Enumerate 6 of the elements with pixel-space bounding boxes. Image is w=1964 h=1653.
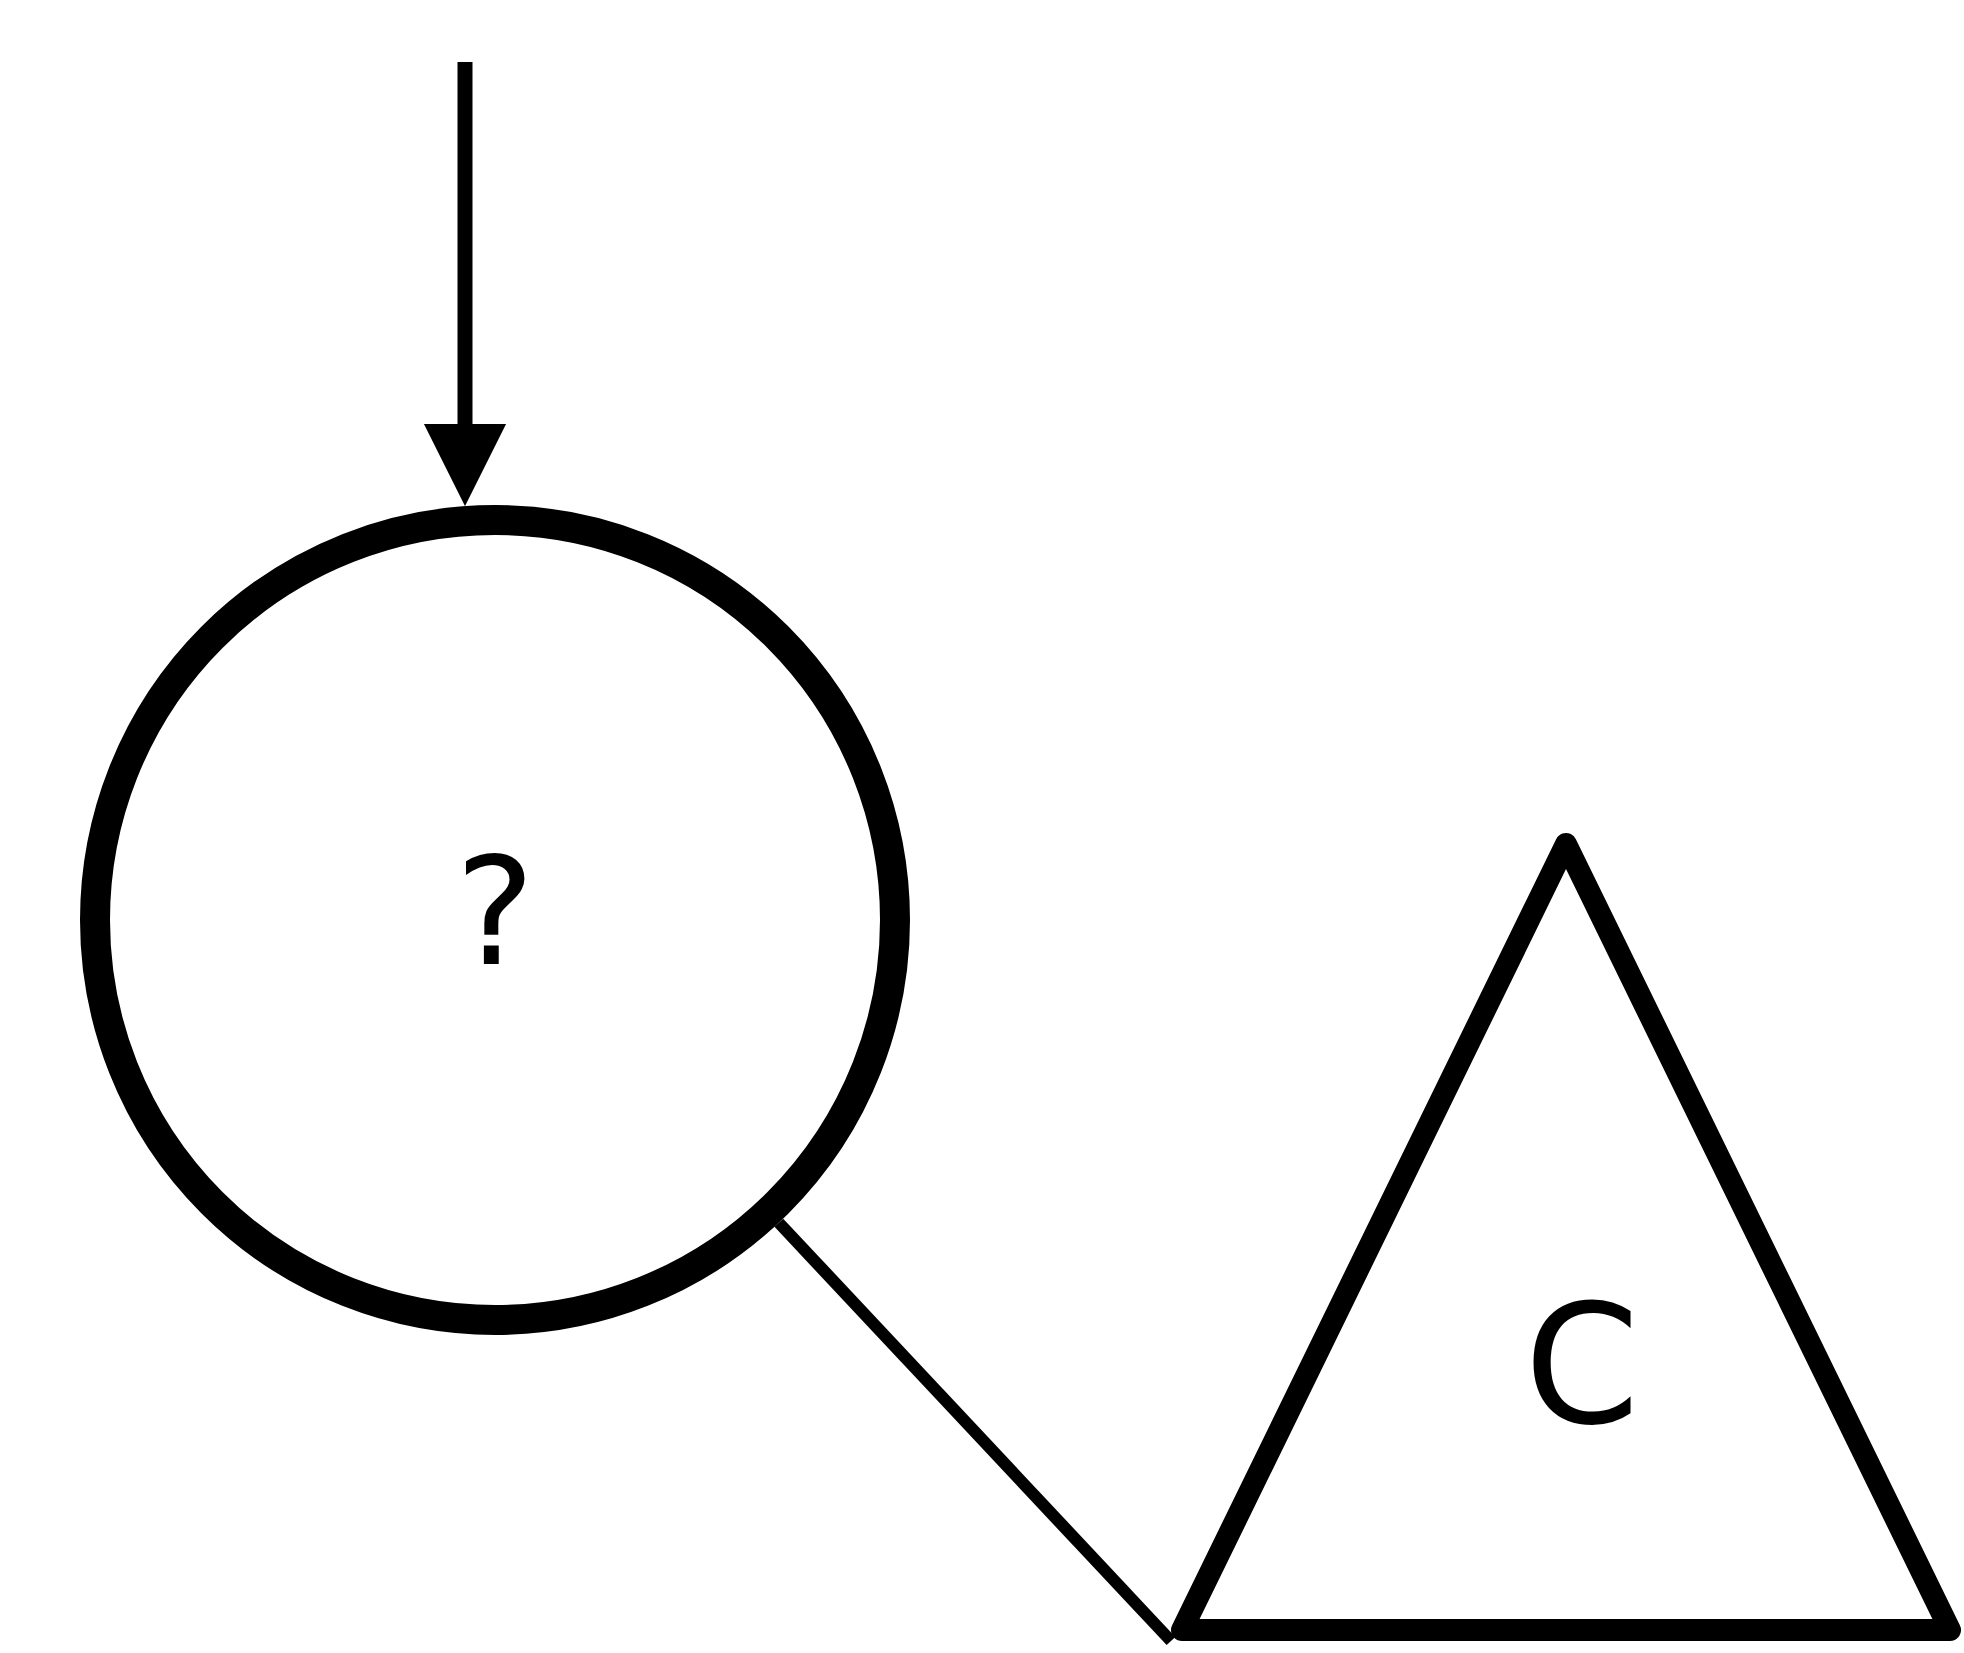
circle-node xyxy=(80,505,910,1335)
arrow xyxy=(423,62,507,507)
node-label: ? xyxy=(455,836,535,987)
node-label: C xyxy=(1524,1283,1640,1449)
connector-line xyxy=(774,1218,1176,1646)
triangle-node xyxy=(1171,833,1961,1641)
